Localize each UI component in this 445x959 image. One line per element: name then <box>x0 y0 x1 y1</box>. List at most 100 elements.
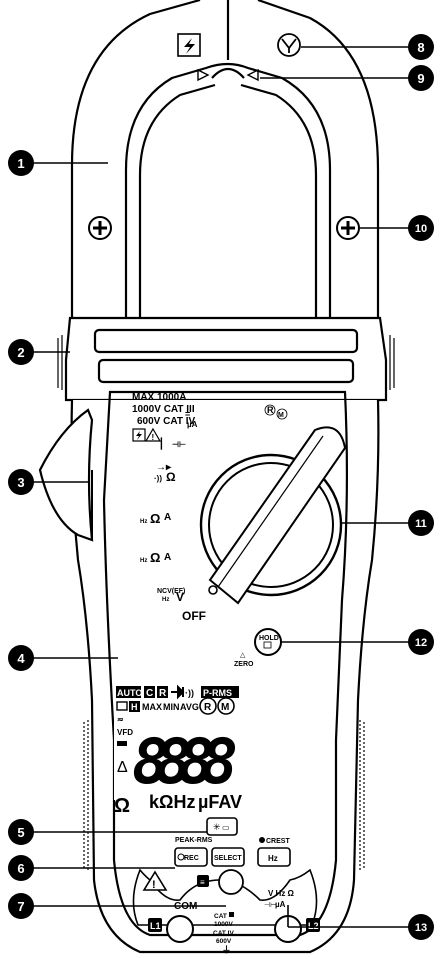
cat-line-2: 1000V <box>214 921 233 928</box>
callout-13: 13 <box>408 914 434 940</box>
cat-rating: CAT 1000V CAT IV 600V ⏚ <box>213 912 234 955</box>
dial-label-a1: A <box>164 512 171 523</box>
l2-label: L2 <box>308 921 319 931</box>
dial-label-hz-a2: Hz <box>140 558 147 564</box>
callout-5: 5 <box>8 819 34 845</box>
svg-text:!: ! <box>152 433 155 442</box>
lcd-delta: Δ <box>117 759 128 776</box>
svg-text:▭: ▭ <box>222 823 230 832</box>
dial-label-v: V <box>176 590 184 604</box>
dial-label-ohm: Ω <box>166 470 176 484</box>
manual-icon <box>197 875 209 887</box>
lcd-m-circle: M <box>221 702 229 713</box>
crest-label: CREST <box>266 838 290 845</box>
lcd-unit-kohmhz: kΩHz <box>149 792 195 812</box>
side-grip-right <box>359 335 395 870</box>
com-terminal[interactable] <box>166 915 194 943</box>
svg-text:·)): ·)) <box>154 474 162 483</box>
lightning-icon <box>177 33 201 57</box>
hold-label: HOLD <box>259 635 279 642</box>
clamp-jaw <box>70 0 380 318</box>
v-hz-ohm-label: V Hz Ω <box>268 889 295 898</box>
rec-button[interactable]: REC <box>174 847 208 867</box>
svg-text:≂: ≂ <box>117 715 124 724</box>
svg-text:3: 3 <box>17 475 24 490</box>
zero-label-group: △ ZERO <box>234 652 254 668</box>
zero-label: ZERO <box>234 661 254 668</box>
svg-text:⏚: ⏚ <box>222 945 231 955</box>
callout-11: 11 <box>408 510 434 536</box>
svg-text:Ω: Ω <box>114 795 130 817</box>
callout-9: 9 <box>408 65 434 91</box>
svg-text:▏: ▏ <box>160 437 169 450</box>
cat-line-3: CAT IV <box>213 930 234 937</box>
l2-badge <box>306 918 320 932</box>
dial-label-hz-v: Hz <box>162 597 169 603</box>
callout-4: 4 <box>8 645 34 671</box>
dial-label-ua: µA <box>187 420 198 429</box>
svg-text:5: 5 <box>17 825 24 840</box>
backlight-button[interactable]: ✳ ▭ <box>206 817 238 836</box>
callout-8: 8 <box>408 34 434 60</box>
lcd-h: H <box>131 702 138 712</box>
lcd-avg: AVG <box>180 702 199 712</box>
lcd-min: MIN <box>163 702 180 712</box>
svg-text:12: 12 <box>415 637 427 649</box>
lcd-auto: AUTO <box>117 688 142 698</box>
svg-text:7: 7 <box>17 899 24 914</box>
dial-label-a2: A <box>164 552 171 563</box>
l1-badge <box>148 918 162 932</box>
svg-text:=: = <box>185 409 190 419</box>
svg-text:⊣⊢: ⊣⊢ <box>172 439 186 449</box>
warning-icons: ! <box>132 427 162 442</box>
select-label: SELECT <box>214 855 242 862</box>
jaw-screw-left <box>88 216 112 240</box>
callout-12: 12 <box>408 629 434 655</box>
svg-text:·)): ·)) <box>185 688 194 698</box>
peak-rms-label: PEAK-RMS <box>175 837 213 844</box>
select-button[interactable]: SELECT <box>211 847 245 867</box>
cat-line-1: CAT <box>214 913 227 920</box>
lcd-prms: P-RMS <box>203 688 232 698</box>
svg-text:6: 6 <box>17 861 24 876</box>
svg-text:→▸: →▸ <box>156 462 172 473</box>
svg-text:△: △ <box>240 652 246 659</box>
callout-7: 7 <box>8 893 34 919</box>
dial-pointer-dot <box>208 585 218 595</box>
lcd-r: R <box>159 688 167 699</box>
svg-text:13: 13 <box>415 922 427 934</box>
hz-button[interactable]: Hz <box>257 847 291 867</box>
svg-text:⊣⊢: ⊣⊢ <box>264 902 276 909</box>
svg-text:Ω: Ω <box>150 550 160 565</box>
cat-line-4: 600V <box>216 938 232 945</box>
dial-label-r-small: R <box>267 405 274 415</box>
lcd-digits: 8888 <box>132 725 238 798</box>
svg-text:8: 8 <box>417 40 424 55</box>
dial-labels: µA = ⊣⊢ ▏ →▸ ·)) Ω Hz Ω A Hz Ω A NCV(EF)… <box>140 404 288 623</box>
rating-line-2: 1000V CAT III <box>132 404 195 415</box>
jaw-trigger <box>38 408 94 542</box>
callout-1: 1 <box>8 150 34 176</box>
lcd-r-circle: R <box>204 702 212 713</box>
rotary-dial[interactable] <box>199 426 347 605</box>
lcd-display: AUTO C R ·)) P-RMS H MAX MIN AVG R M ≂ V… <box>114 672 326 817</box>
callout-2: 2 <box>8 339 34 365</box>
rating-block: MAX 1000A 1000V CAT III 600V CAT IV <box>132 392 195 427</box>
rating-line-1: MAX 1000A <box>132 392 186 403</box>
dial-label-hz-a1: Hz <box>140 519 147 525</box>
hold-button[interactable]: HOLD <box>254 628 282 656</box>
side-grip-left <box>57 335 89 870</box>
svg-text:≡: ≡ <box>200 878 205 887</box>
center-jack <box>218 869 244 895</box>
callout-3: 3 <box>8 469 34 495</box>
crest-dot <box>259 837 265 843</box>
callout-10: 10 <box>408 215 434 241</box>
callout-leaders <box>21 46 421 928</box>
lcd-vfd: VFD <box>117 728 133 737</box>
callout-6: 6 <box>8 855 34 881</box>
warning-triangle-icon: ! <box>142 870 168 891</box>
antenna-icon <box>277 33 301 57</box>
rec-label: REC <box>184 855 199 862</box>
lcd-minus <box>117 741 127 746</box>
